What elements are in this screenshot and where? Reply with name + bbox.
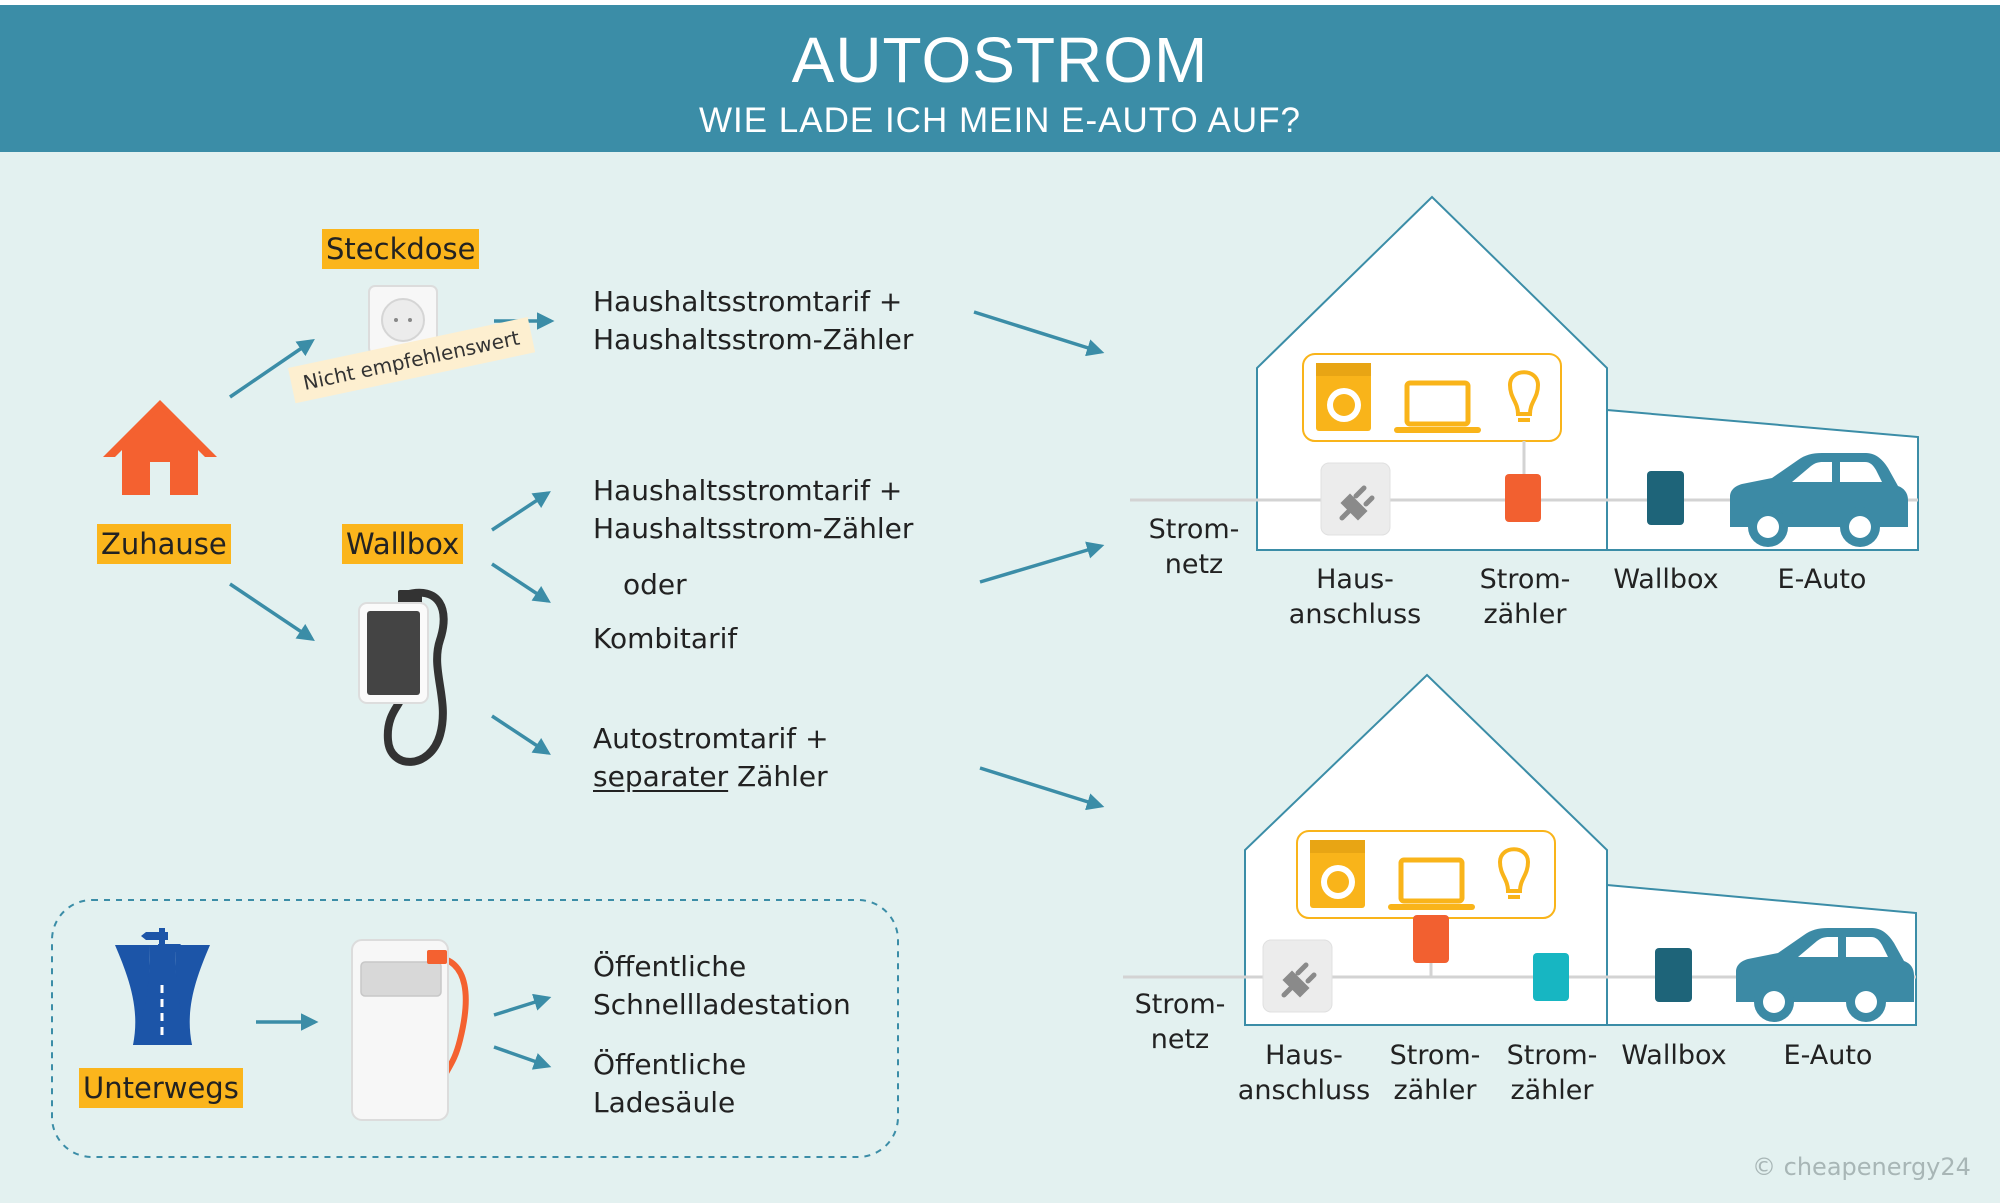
house1-connection-label: Haus-anschluss	[1288, 564, 1422, 630]
header-banner: AUTOSTROM WIE LADE ICH MEIN E-AUTO AUF?	[0, 5, 2000, 152]
house1-meter-label: Strom-zähler	[1479, 564, 1571, 630]
wallbox-small-icon	[1647, 471, 1684, 525]
page-subtitle: WIE LADE ICH MEIN E-AUTO AUF?	[698, 101, 1302, 140]
house2-car-label: E-Auto	[1783, 1040, 1873, 1071]
washing-machine-icon	[1310, 840, 1365, 908]
house2-wallbox-label: Wallbox	[1621, 1040, 1727, 1071]
steckdose-label: Steckdose	[322, 229, 480, 269]
washing-machine-icon	[1316, 363, 1371, 431]
lightbulb-icon	[1497, 847, 1531, 899]
meter-icon	[1413, 915, 1449, 963]
house1-wallbox-label: Wallbox	[1613, 564, 1719, 595]
home-icon	[103, 400, 217, 495]
socket-option-text: Haushaltsstromtarif + Haushaltsstrom-Zäh…	[593, 285, 914, 356]
car-icon	[1730, 453, 1908, 547]
unterwegs-label: Unterwegs	[79, 1068, 243, 1108]
house-2	[1123, 673, 1917, 1026]
content-panel	[0, 152, 2000, 1203]
socket-icon	[368, 285, 438, 355]
car-icon	[1736, 928, 1914, 1022]
oder-text: oder	[623, 568, 687, 601]
house-1	[1130, 195, 1919, 551]
public-fast-charging-text: Öffentliche Schnellladestation	[593, 950, 851, 1021]
house2-meter1-label: Strom-zähler	[1389, 1040, 1481, 1106]
public-charger-icon	[351, 939, 469, 1121]
house2-grid-label: Strom-netz	[1134, 989, 1226, 1055]
road-icon	[115, 928, 210, 1045]
house2-connection-label: Haus-anschluss	[1237, 1040, 1371, 1106]
house1-grid-label: Strom-netz	[1148, 514, 1240, 580]
house2-meter2-label: Strom-zähler	[1506, 1040, 1598, 1106]
wallbox-option-text: Haushaltsstromtarif + Haushaltsstrom-Zäh…	[593, 474, 914, 545]
kombitarif-text: Kombitarif	[593, 622, 738, 655]
car-meter-icon	[1533, 953, 1569, 1001]
wallbox-icon	[358, 588, 448, 766]
wallbox-label: Wallbox	[342, 524, 464, 564]
copyright-text: © cheapenergy24	[1752, 1153, 1971, 1181]
arrows	[229, 310, 1105, 1070]
unterwegs-frame	[51, 899, 899, 1158]
lightbulb-icon	[1507, 370, 1541, 422]
laptop-icon	[1394, 380, 1481, 433]
page-title: AUTOSTROM	[791, 24, 1209, 96]
public-charging-column-text: Öffentliche Ladesäule	[593, 1048, 747, 1119]
meter-icon	[1505, 474, 1541, 522]
wallbox-small-icon	[1655, 948, 1692, 1002]
laptop-icon	[1388, 857, 1475, 910]
autostrom-option-text: Autostromtarif + separater Zähler	[593, 722, 829, 793]
zuhause-label: Zuhause	[97, 524, 231, 564]
house1-car-label: E-Auto	[1777, 564, 1867, 595]
